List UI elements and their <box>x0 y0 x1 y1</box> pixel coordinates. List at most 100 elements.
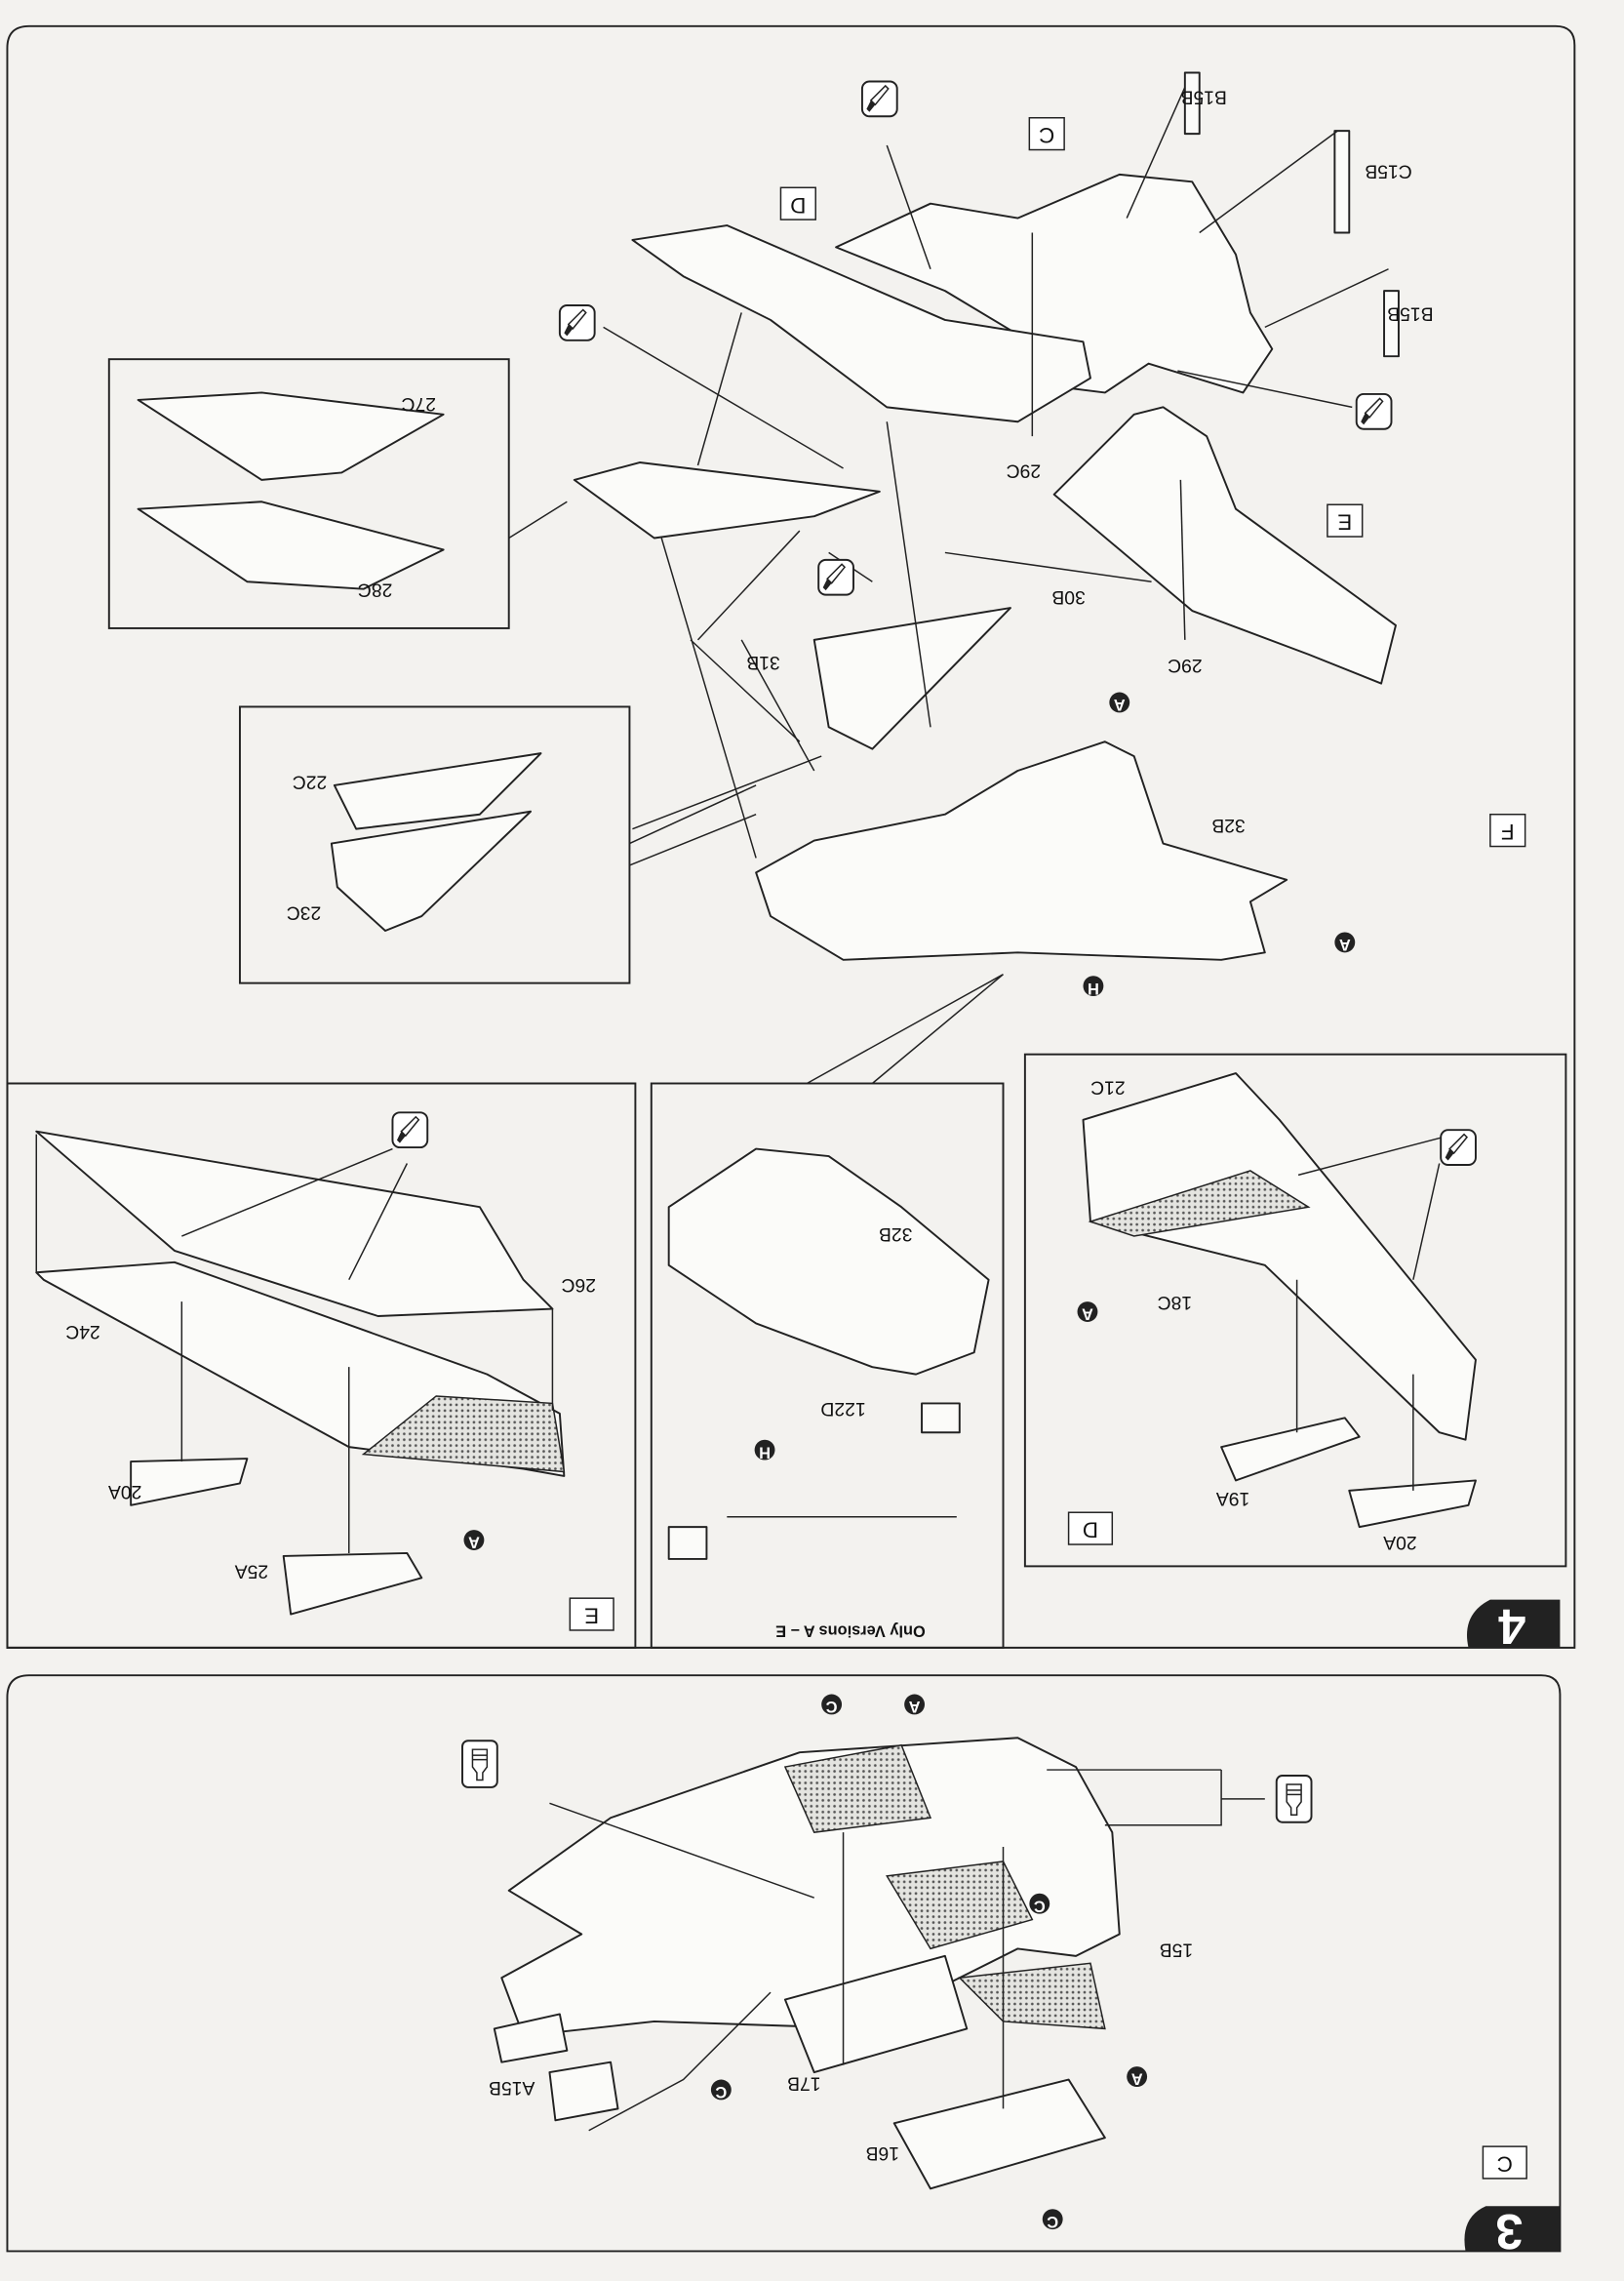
label-21c: 21C <box>1090 1076 1126 1098</box>
svg-text:E: E <box>584 1604 599 1628</box>
box-letter-d: D <box>779 186 816 220</box>
label-20a-e: 20A <box>108 1481 142 1502</box>
part-b15b <box>1183 71 1201 136</box>
svg-text:H: H <box>1088 980 1099 997</box>
box-d-frame <box>1023 1053 1567 1568</box>
part-a15b <box>493 2013 569 2063</box>
pin-29c-2 <box>1179 479 1186 640</box>
svg-text:D: D <box>790 193 806 218</box>
svg-text:E: E <box>1337 510 1352 535</box>
marker-c: C <box>1029 1893 1050 1914</box>
window-icon-2 <box>667 1526 708 1560</box>
label-24c: 24C <box>65 1321 100 1342</box>
strut-31b <box>690 530 801 742</box>
part-b15b-2 <box>1383 290 1400 358</box>
svg-text:H: H <box>759 1443 771 1461</box>
label-20a: 20A <box>1383 1532 1417 1553</box>
marker-h: H <box>1083 976 1104 997</box>
inset-fin-frame <box>238 705 631 984</box>
part-17b <box>783 1954 969 2074</box>
label-122d: 122D <box>820 1398 865 1420</box>
box-letter-c: C <box>1028 116 1065 151</box>
tailplane-part <box>573 461 881 540</box>
glue-tube-icon <box>461 1740 498 1788</box>
part-a15b-2 <box>548 2061 619 2122</box>
label-17b: 17B <box>787 2072 820 2094</box>
svg-text:A: A <box>1082 1305 1093 1323</box>
part-16b <box>892 2078 1106 2190</box>
label-27c: 27C <box>402 393 437 415</box>
label-c15b: C15B <box>1365 160 1411 181</box>
box-letter-f: F <box>1489 813 1526 848</box>
label-a15b: A15B <box>489 2077 535 2099</box>
pylon-20a <box>1348 1479 1477 1529</box>
label-28c: 28C <box>358 580 393 601</box>
marker-a: A <box>904 1694 926 1715</box>
svg-text:A: A <box>909 1698 921 1715</box>
marker-c: C <box>1042 2209 1063 2230</box>
svg-text:A: A <box>468 1534 480 1551</box>
svg-text:C: C <box>1034 1897 1046 1914</box>
svg-text:A: A <box>1131 2070 1143 2088</box>
label-29c-2: 29C <box>1168 655 1203 676</box>
paintbrush-icon <box>817 558 854 596</box>
part-27c <box>137 391 445 481</box>
glue-area-e <box>361 1395 566 1473</box>
label-16b: 16B <box>866 2142 899 2164</box>
wing-part-d <box>631 224 1091 423</box>
paintbrush-icon <box>1440 1129 1477 1166</box>
part-22c <box>333 752 542 830</box>
label-15b: 15B <box>1160 1939 1193 1960</box>
svg-text:C: C <box>1497 2152 1513 2177</box>
svg-text:D: D <box>1083 1518 1098 1542</box>
glue-area <box>1088 1170 1311 1237</box>
wing-part-21c <box>1082 1072 1477 1441</box>
paintbrush-icon <box>558 304 596 341</box>
marker-c: C <box>710 2079 732 2101</box>
label-32b: 32B <box>1211 815 1245 836</box>
paintbrush-icon <box>391 1111 429 1149</box>
pylon-20a-e <box>130 1458 249 1506</box>
rod-30b <box>944 551 1152 582</box>
marker-h: H <box>754 1439 775 1461</box>
box-e-letter: E <box>569 1597 614 1631</box>
fin-part <box>812 607 1011 750</box>
window-icon <box>921 1402 961 1434</box>
marker-c: C <box>821 1694 843 1715</box>
part-c15b <box>1333 130 1351 234</box>
svg-text:C: C <box>715 2083 727 2101</box>
label-30b: 30B <box>1051 586 1085 608</box>
step-3-box-letter: C <box>1482 2145 1527 2180</box>
step-3-number: 3 <box>1495 2204 1523 2260</box>
svg-text:C: C <box>1047 2213 1058 2230</box>
marker-a: A <box>1109 692 1130 713</box>
marker-a: A <box>1334 932 1356 953</box>
part-23c <box>330 810 533 932</box>
glue-area-3a <box>783 1743 932 1833</box>
label-19a: 19A <box>1216 1488 1250 1509</box>
svg-text:C: C <box>1039 123 1054 147</box>
marker-a: A <box>1127 2066 1148 2088</box>
label-b15b: B15B <box>1181 86 1227 107</box>
glue-area-3c <box>958 1962 1106 2030</box>
step-3-badge: 3 <box>1464 2204 1561 2260</box>
label-29c: 29C <box>1007 460 1042 481</box>
box-d-letter: D <box>1067 1511 1114 1545</box>
label-31b: 31B <box>746 652 779 673</box>
part-28c <box>137 500 445 590</box>
wing-part-e <box>1052 406 1397 685</box>
svg-text:A: A <box>1114 696 1126 713</box>
label-18c: 18C <box>1158 1292 1193 1313</box>
marker-a: A <box>463 1530 485 1551</box>
label-32b-mid: 32B <box>879 1223 912 1245</box>
glue-tube-icon <box>1275 1775 1313 1823</box>
label-22c: 22C <box>293 771 328 792</box>
pylon-25a <box>282 1551 423 1616</box>
step-4-panel <box>6 24 1576 1649</box>
svg-text:A: A <box>1339 936 1351 953</box>
inset-tail-frame <box>107 358 510 629</box>
label-25a: 25A <box>235 1561 269 1582</box>
label-26c: 26C <box>561 1274 596 1296</box>
label-23c: 23C <box>287 901 322 923</box>
